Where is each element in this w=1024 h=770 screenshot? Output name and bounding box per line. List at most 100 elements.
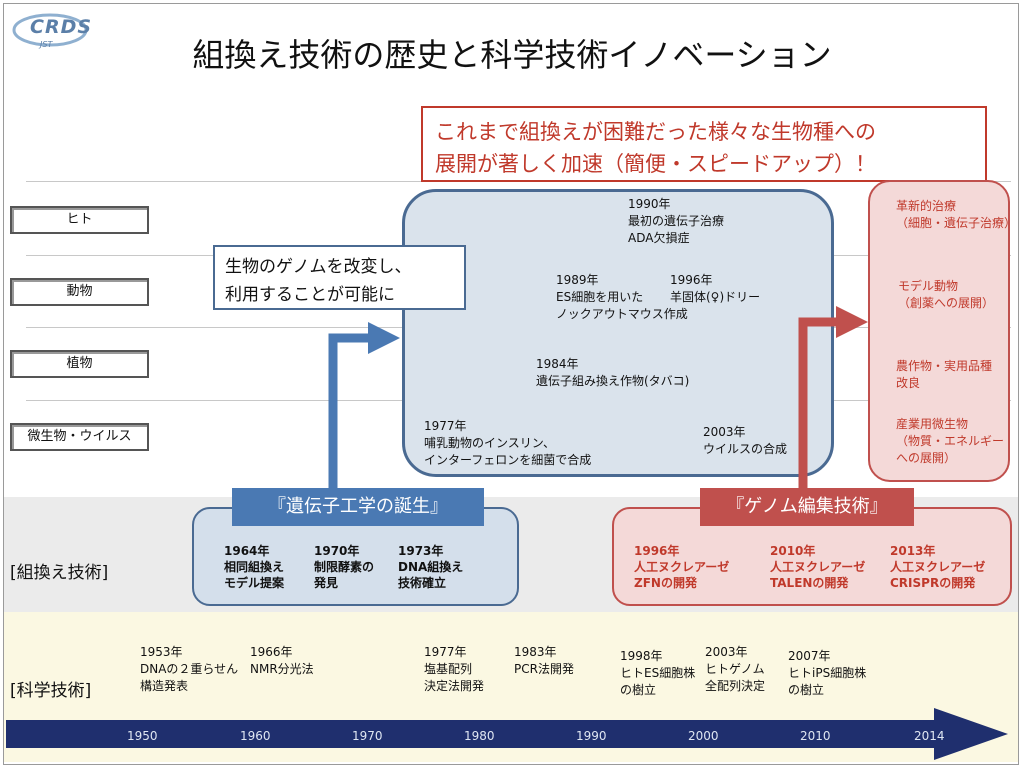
event-text: ノックアウトマウス作成 <box>556 307 688 321</box>
event-year: 1996年 <box>670 273 713 287</box>
timeline-bar <box>6 720 936 748</box>
row-label-recombination: [組換え技術] <box>10 563 109 583</box>
event-1989: 1989年 ES細胞を用いた ノックアウトマウス作成 <box>556 272 688 323</box>
item-year: 2007年 <box>788 649 831 663</box>
event-year: 1977年 <box>424 419 467 433</box>
event-text: インターフェロンを細菌で合成 <box>424 453 592 467</box>
item-text: DNA組換え <box>398 560 464 574</box>
event-year: 1989年 <box>556 273 599 287</box>
item-text: 技術確立 <box>398 576 447 590</box>
item-year: 1966年 <box>250 645 293 659</box>
item-text: ZFNの開発 <box>634 576 697 590</box>
application-text: （創薬への展開） <box>898 296 995 310</box>
blue-callout-line-2: 利用することが可能に <box>225 285 395 305</box>
event-year: 1984年 <box>536 357 579 371</box>
application-animal: モデル動物 （創薬への展開） <box>898 278 994 312</box>
timeline-year-1960: 1960 <box>240 729 271 743</box>
page-title: 組換え技術の歴史と科学技術イノベーション <box>192 36 832 74</box>
item-text: 人工ヌクレアーゼ <box>890 560 986 574</box>
blue-arrow-head <box>368 322 400 354</box>
event-1996: 1996年 羊固体(♀)ドリー <box>670 272 760 306</box>
item-year: 2013年 <box>890 544 936 558</box>
item-text: モデル提案 <box>224 576 285 590</box>
event-text: 遺伝子組み換え作物(タバコ) <box>536 374 690 388</box>
timeline-year-2000: 2000 <box>688 729 719 743</box>
event-year: 1990年 <box>628 197 671 211</box>
timeline-year-1990: 1990 <box>576 729 607 743</box>
genome-editing-box <box>612 507 1012 606</box>
row-label-science: [科学技術] <box>10 681 92 701</box>
item-text: PCR法開発 <box>514 662 574 676</box>
item-text: 発見 <box>314 576 339 590</box>
application-text: モデル動物 <box>898 279 959 293</box>
blue-callout-line-1: 生物のゲノムを改変し、 <box>225 257 412 277</box>
item-text: 人工ヌクレアーゼ <box>770 560 866 574</box>
ge-item-1964: 1964年 相同組換え モデル提案 <box>224 543 284 591</box>
organism-label-human: ヒト <box>10 206 149 234</box>
item-text: ヒトiPS細胞株 <box>788 666 867 680</box>
item-text: 相同組換え <box>224 560 285 574</box>
application-text: 革新的治療 <box>896 199 957 213</box>
slide-frame <box>3 3 1019 765</box>
organism-label-microbe: 微生物・ウイルス <box>10 423 149 451</box>
sci-item-1983: 1983年 PCR法開発 <box>514 644 574 678</box>
item-text: CRISPRの開発 <box>890 576 976 590</box>
item-text: 制限酵素の <box>314 560 375 574</box>
organism-label-animal: 動物 <box>10 278 149 306</box>
item-year: 1953年 <box>140 645 183 659</box>
acceleration-callout: これまで組換えが困難だった様々な生物種への 展開が著しく加速（簡便・スピードアッ… <box>421 106 987 182</box>
item-text: 決定法開発 <box>424 679 485 693</box>
application-text: 改良 <box>896 376 921 390</box>
item-text: 塩基配列 <box>424 662 473 676</box>
sci-item-2007: 2007年 ヒトiPS細胞株 の樹立 <box>788 648 866 699</box>
application-text: 産業用微生物 <box>896 417 969 431</box>
item-year: 1996年 <box>634 544 680 558</box>
callout-line-1: これまで組換えが困難だった様々な生物種への <box>435 120 876 144</box>
application-text: （物質・エネルギー <box>896 434 1005 448</box>
timeline-year-2010: 2010 <box>800 729 831 743</box>
organism-label-plant: 植物 <box>10 350 149 378</box>
event-1990: 1990年 最初の遺伝子治療 ADA欠損症 <box>628 196 724 247</box>
event-text: 羊固体(♀)ドリー <box>670 290 761 304</box>
timeline-year-2014: 2014 <box>914 729 945 743</box>
recombination-achievements-box <box>402 189 834 477</box>
item-year: 1964年 <box>224 544 270 558</box>
item-text: 構造発表 <box>140 679 189 693</box>
item-year: 1970年 <box>314 544 360 558</box>
genome-editing-tag: 『ゲノム編集技術』 <box>700 488 914 526</box>
timeline-year-1980: 1980 <box>464 729 495 743</box>
logo-text: CRDS <box>30 16 93 38</box>
sci-item-1977: 1977年 塩基配列 決定法開発 <box>424 644 484 695</box>
item-text: 人工ヌクレアーゼ <box>634 560 730 574</box>
item-text: 全配列決定 <box>705 679 766 693</box>
application-text: への展開） <box>896 451 957 465</box>
gee-item-2010: 2010年 人工ヌクレアーゼ TALENの開発 <box>770 543 865 591</box>
blue-arrow-shaft <box>328 333 372 490</box>
event-text: 最初の遺伝子治療 <box>628 214 725 228</box>
event-text: ADA欠損症 <box>628 231 690 245</box>
red-arrow-head <box>836 306 868 338</box>
event-1984: 1984年 遺伝子組み換え作物(タバコ) <box>536 356 689 390</box>
logo-subtext: JST <box>40 40 53 49</box>
sci-item-1953: 1953年 DNAの２重らせん 構造発表 <box>140 644 238 695</box>
genome-modification-callout: 生物のゲノムを改変し、 利用することが可能に <box>213 245 466 310</box>
item-year: 1977年 <box>424 645 467 659</box>
gee-item-2013: 2013年 人工ヌクレアーゼ CRISPRの開発 <box>890 543 985 591</box>
application-plant: 農作物・実用品種 改良 <box>896 358 992 392</box>
item-year: 1973年 <box>398 544 444 558</box>
ge-item-1970: 1970年 制限酵素の 発見 <box>314 543 374 591</box>
gee-item-1996: 1996年 人工ヌクレアーゼ ZFNの開発 <box>634 543 729 591</box>
timeline-arrowhead <box>934 708 1008 760</box>
red-arrow-shaft <box>798 317 840 490</box>
item-text: の樹立 <box>788 683 825 697</box>
item-text: NMR分光法 <box>250 662 314 676</box>
genetic-engineering-tag: 『遺伝子工学の誕生』 <box>232 488 484 526</box>
crds-logo-swoosh <box>12 13 88 47</box>
event-1977: 1977年 哺乳動物のインスリン、 インターフェロンを細菌で合成 <box>424 418 591 469</box>
application-text: 農作物・実用品種 <box>896 359 993 373</box>
item-text: DNAの２重らせん <box>140 662 239 676</box>
sci-item-1966: 1966年 NMR分光法 <box>250 644 314 678</box>
timeline-year-1950: 1950 <box>127 729 158 743</box>
item-text: ヒトゲノム <box>705 662 765 676</box>
